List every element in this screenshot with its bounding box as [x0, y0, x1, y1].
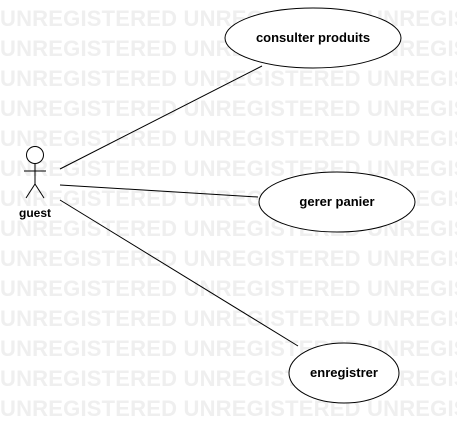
use-case-label: enregistrer — [310, 365, 378, 380]
use-case-enregistrer[interactable]: enregistrer — [288, 342, 400, 404]
actor-leg-left — [25, 183, 36, 199]
use-case-label: consulter produits — [256, 30, 370, 45]
association-line[interactable] — [59, 65, 263, 170]
use-case-label: gerer panier — [299, 194, 374, 209]
use-case-ellipse — [288, 342, 400, 404]
use-case-ellipse — [258, 171, 416, 233]
use-case-consulter-produits[interactable]: consulter produits — [224, 7, 402, 69]
association-line[interactable] — [59, 184, 259, 198]
actor-leg-right — [34, 183, 45, 199]
actor-label: guest — [19, 206, 51, 220]
use-case-ellipse — [224, 7, 402, 69]
actor-head — [26, 146, 44, 164]
actor-guest[interactable]: guest — [19, 146, 51, 221]
association-line[interactable] — [59, 199, 299, 347]
use-case-gerer-panier[interactable]: gerer panier — [258, 171, 416, 233]
